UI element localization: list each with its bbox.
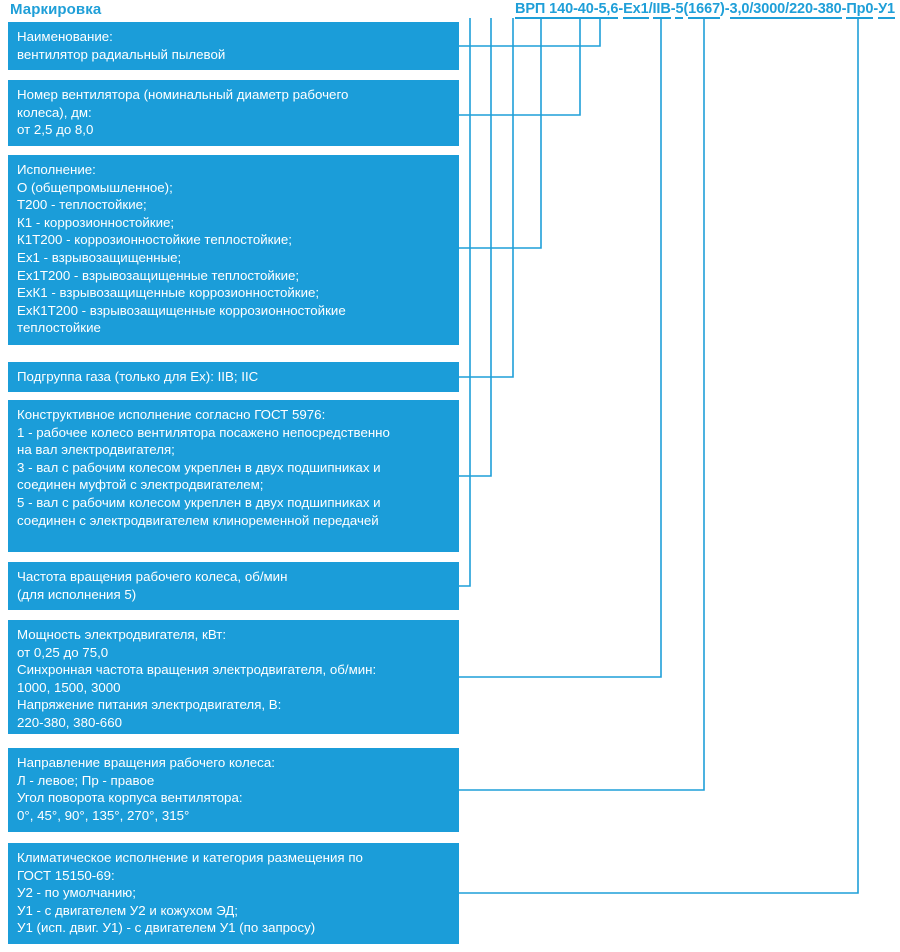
box-line: У1 - с двигателем У2 и кожухом ЭД; xyxy=(17,902,238,918)
box-line: Направление вращения рабочего колеса: xyxy=(17,755,275,770)
box-line: Наименование: xyxy=(17,29,113,44)
connector-line xyxy=(459,18,542,249)
info-box-napravlenie-vrashcheniya: Направление вращения рабочего колеса: Л -… xyxy=(8,748,459,832)
marking-segment: 5 xyxy=(675,1,684,19)
info-box-nomer-ventilyatora: Номер вентилятора (номинальный диаметр р… xyxy=(8,80,459,146)
marking-segment: У1 xyxy=(878,1,895,19)
box-line: К1 - коррозионностойкие; xyxy=(17,214,175,230)
connector-line xyxy=(459,18,601,47)
marking-segment: 3,0/3000/220-380 xyxy=(729,1,842,19)
marking-separator: - xyxy=(618,1,624,17)
box-line: 5 - вал с рабочим колесом укреплен в дву… xyxy=(17,494,381,510)
info-box-ispolnenie: Исполнение: О (общепромышленное); Т200 - т… xyxy=(8,155,459,345)
box-line: вентилятор радиальный пылевой xyxy=(17,46,226,62)
marking-segment: Пр0 xyxy=(846,1,874,19)
box-line: ГОСТ 15150-69: xyxy=(17,867,115,883)
box-line: Подгруппа газа (только для Ex): IIB; IIC xyxy=(17,369,259,384)
marking-segment: Ex1 xyxy=(623,1,649,19)
box-line: У1 (исп. двиг. У1) - с двигателем У1 (по… xyxy=(17,920,316,936)
marking-separator: - xyxy=(873,1,879,17)
box-line: Синхронная частота вращения электродвига… xyxy=(17,662,377,678)
marking-separator: )- xyxy=(720,1,730,17)
marking-separator: - xyxy=(841,1,847,17)
page-title: Маркировка xyxy=(10,1,102,18)
connector-line xyxy=(459,18,581,116)
box-line: У2 - по умолчанию; xyxy=(17,885,136,901)
marking-separator: / xyxy=(648,1,653,17)
info-box-chastota-vrashcheniya: Частота вращения рабочего колеса, об/мин… xyxy=(8,562,459,610)
connector-line xyxy=(459,18,859,894)
box-line: ExК1 - взрывозащищенные коррозионностойк… xyxy=(17,285,320,301)
box-line: (для исполнения 5) xyxy=(17,586,137,602)
connector-line xyxy=(459,18,492,477)
box-line: Ex1 - взрывозащищенные; xyxy=(17,249,182,265)
box-line: Л - левое; Пр - правое xyxy=(17,772,155,788)
box-line: от 2,5 до 8,0 xyxy=(17,122,94,138)
info-box-podgruppa-gaza: Подгруппа газа (только для Ex): IIB; IIC xyxy=(8,362,459,392)
box-line: К1Т200 - коррозионностойкие теплостойкие… xyxy=(17,232,292,248)
connector-line xyxy=(459,18,705,791)
info-box-naименование: Наименование: вентилятор радиальный пылев… xyxy=(8,22,459,70)
box-line: Угол поворота корпуса вентилятора: xyxy=(17,790,243,806)
marking-segment: IIB xyxy=(652,1,671,19)
box-line: 1 - рабочее колесо вентилятора посажено … xyxy=(17,424,390,440)
box-line: Климатическое исполнение и категория раз… xyxy=(17,850,363,865)
info-box-klimaticheskoe-ispolnenie: Климатическое исполнение и категория раз… xyxy=(8,843,459,944)
connector-line xyxy=(459,18,471,587)
box-line: Напряжение питания электродвигателя, В: xyxy=(17,697,282,713)
box-line: 0°, 45°, 90°, 135°, 270°, 315° xyxy=(17,807,190,823)
box-line: Мощность электродвигателя, кВт: xyxy=(17,627,227,642)
box-line: соединен муфтой с электродвигателем; xyxy=(17,477,264,493)
box-line: теплостойкие xyxy=(17,320,101,336)
box-line: Частота вращения рабочего колеса, об/мин xyxy=(17,569,288,584)
box-line: Ex1T200 - взрывозащищенные теплостойкие; xyxy=(17,267,300,283)
box-line: ExК1Т200 - взрывозащищенные коррозионнос… xyxy=(17,302,346,318)
box-line: О (общепромышленное); xyxy=(17,179,173,195)
info-box-konstruktivnoe-ispolnenie: Конструктивное исполнение согласно ГОСТ … xyxy=(8,400,459,552)
box-line: Номер вентилятора (номинальный диаметр р… xyxy=(17,87,349,102)
marking-segment: ВРП 140-40-5,6 xyxy=(514,1,619,19)
box-line: Исполнение: xyxy=(17,162,96,177)
box-line: 220-380, 380-660 xyxy=(17,714,122,730)
marking-separator: - xyxy=(670,1,676,17)
connector-line xyxy=(459,18,662,678)
marking-separator: ( xyxy=(683,1,689,17)
marking-string: ВРП 140-40-5,6-Ex1/IIB-5(1667)-3,0/3000/… xyxy=(480,1,895,19)
box-line: 3 - вал с рабочим колесом укреплен в дву… xyxy=(17,459,381,475)
box-line: колеса), дм: xyxy=(17,104,92,120)
box-line: Конструктивное исполнение согласно ГОСТ … xyxy=(17,407,326,422)
box-line: Т200 - теплостойкие; xyxy=(17,197,147,213)
connector-line xyxy=(459,18,514,378)
marking-segment: 1667 xyxy=(688,1,721,19)
info-box-moshchnost-elektrodvigatelya: Мощность электродвигателя, кВт: от 0,25 д… xyxy=(8,620,459,734)
box-line: от 0,25 до 75,0 xyxy=(17,644,109,660)
box-line: 1000, 1500, 3000 xyxy=(17,679,121,695)
box-line: на вал электродвигателя; xyxy=(17,442,175,458)
box-line: соединен с электродвигателем клиноременн… xyxy=(17,512,379,528)
